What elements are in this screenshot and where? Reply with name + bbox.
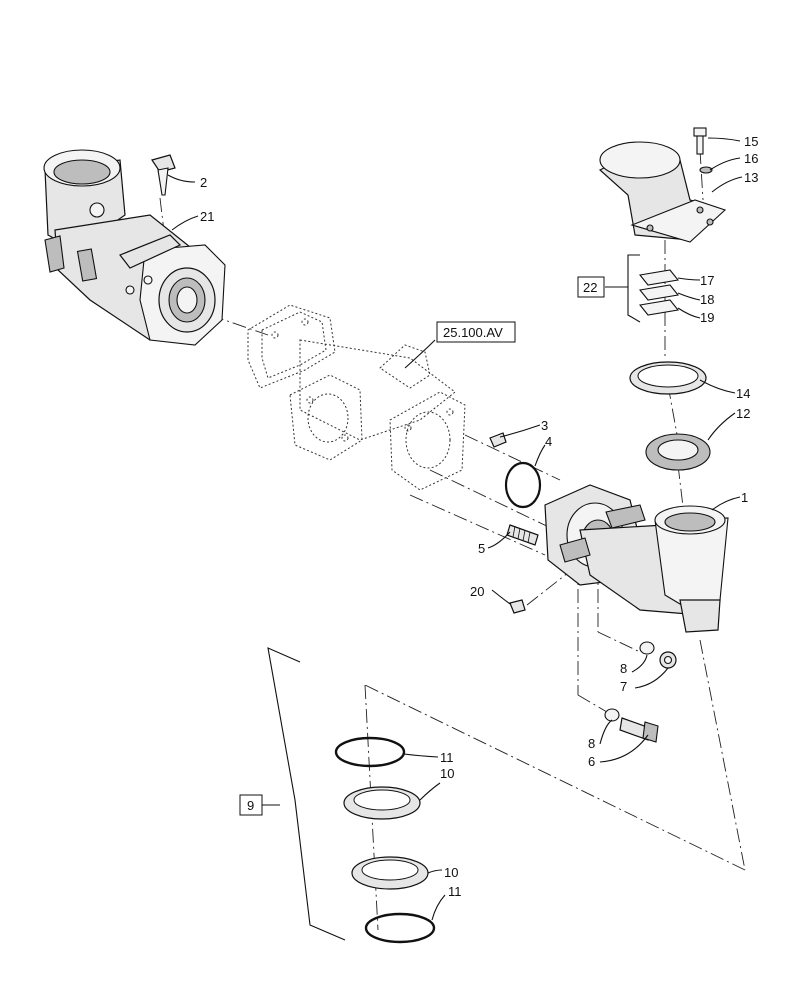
callout-8b: 8 bbox=[588, 736, 595, 751]
group-9-bracket bbox=[267, 647, 346, 941]
callouts: 2 21 15 16 13 17 18 19 14 12 1 3 4 5 20 … bbox=[200, 134, 758, 899]
bolt-15 bbox=[693, 127, 707, 155]
left-knuckle-housing bbox=[43, 149, 226, 346]
callout-1: 1 bbox=[741, 490, 748, 505]
callout-5: 5 bbox=[478, 541, 485, 556]
reference-label: 25.100.AV bbox=[443, 325, 503, 340]
right-knuckle-housing-1 bbox=[544, 484, 729, 633]
o-ring-11-lower bbox=[364, 912, 436, 944]
seal-kit-9 bbox=[334, 736, 436, 944]
axle-housing-ghost bbox=[247, 304, 466, 491]
o-ring-11-upper bbox=[334, 736, 406, 768]
callout-12: 12 bbox=[736, 406, 750, 421]
group-9-box: 9 bbox=[239, 794, 263, 816]
callout-4: 4 bbox=[545, 434, 552, 449]
callout-3: 3 bbox=[541, 418, 548, 433]
callout-7: 7 bbox=[620, 679, 627, 694]
washer-16 bbox=[699, 166, 713, 174]
callout-13: 13 bbox=[744, 170, 758, 185]
stud-5 bbox=[506, 524, 539, 546]
group-22-bracket bbox=[627, 254, 641, 323]
bearing-12 bbox=[645, 433, 711, 471]
callout-10b: 10 bbox=[444, 865, 458, 880]
reference-box: 25.100.AV bbox=[436, 321, 516, 343]
callout-8a: 8 bbox=[620, 661, 627, 676]
top-cover-13 bbox=[598, 141, 727, 243]
washer-bolt-6-8 bbox=[604, 708, 659, 743]
callout-21: 21 bbox=[200, 209, 214, 224]
callout-14: 14 bbox=[736, 386, 750, 401]
group-22-box: 22 bbox=[577, 276, 605, 298]
callout-11b: 11 bbox=[448, 884, 462, 899]
callout-15: 15 bbox=[744, 134, 758, 149]
seal-ring-14 bbox=[629, 361, 707, 395]
washer-nut-7-8 bbox=[639, 641, 677, 669]
leader-lines bbox=[167, 137, 743, 921]
fitting-3 bbox=[489, 432, 507, 448]
callout-10a: 10 bbox=[440, 766, 454, 781]
callout-16: 16 bbox=[744, 151, 758, 166]
o-ring-4 bbox=[504, 461, 542, 509]
callout-19: 19 bbox=[700, 310, 714, 325]
group-22-label: 22 bbox=[583, 280, 597, 295]
sensor-plug-2 bbox=[151, 154, 176, 196]
callout-18: 18 bbox=[700, 292, 714, 307]
callout-11a: 11 bbox=[440, 750, 454, 765]
callout-2: 2 bbox=[200, 175, 207, 190]
grease-nipple-20 bbox=[509, 599, 526, 614]
group-9-label: 9 bbox=[247, 798, 254, 813]
callout-6: 6 bbox=[588, 754, 595, 769]
callout-17: 17 bbox=[700, 273, 714, 288]
shims-17-18-19 bbox=[638, 269, 680, 316]
callout-20: 20 bbox=[470, 584, 484, 599]
